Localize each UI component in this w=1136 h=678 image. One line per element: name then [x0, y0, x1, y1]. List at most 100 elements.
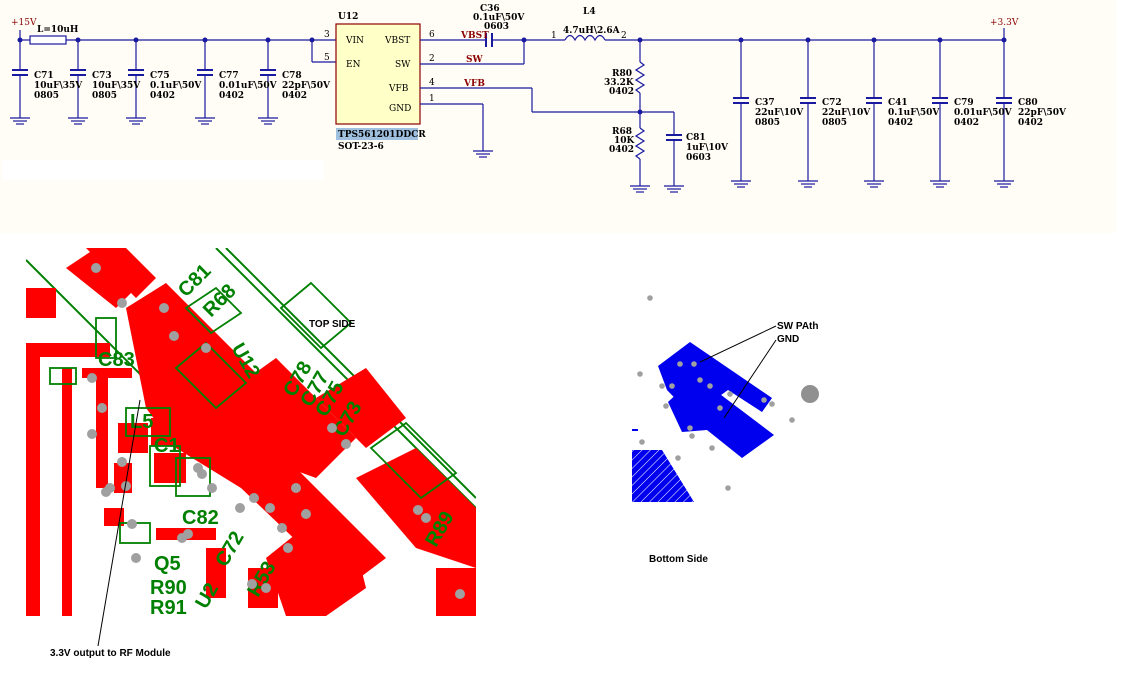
via — [707, 383, 713, 389]
inductor-ref: L4 — [583, 7, 596, 17]
output-cap-c41-ref: C41 — [888, 98, 908, 108]
via — [169, 331, 179, 341]
via — [235, 503, 245, 513]
via — [301, 509, 311, 519]
r68-pkg: 0402 — [609, 145, 634, 155]
via — [249, 493, 259, 503]
inductor-pin2: 2 — [621, 31, 627, 41]
via — [121, 481, 131, 491]
output-cap-c41-value: 0.1uF\50V — [888, 108, 940, 118]
input-cap-c77-ref: C77 — [219, 71, 239, 81]
output-cap-c72-value: 22uF\10V — [822, 108, 871, 118]
ic-part: TPS561201DDCR — [338, 130, 426, 140]
output-cap-c37-pkg: 0805 — [755, 118, 780, 128]
pcb-bottom-title: Bottom Side — [649, 554, 708, 565]
via — [663, 403, 669, 409]
junction-dot — [265, 37, 271, 43]
c81-value: 1uF\10V — [686, 143, 729, 153]
silk-refdes: R90 — [150, 577, 187, 599]
boot-cap-ref: C36 — [480, 4, 500, 14]
via — [659, 383, 665, 389]
pin-name-vbst: VBST — [384, 36, 410, 46]
input-cap-c78-value: 22pF\50V — [282, 81, 331, 91]
output-cap-c79-value: 0.01uF\50V — [954, 108, 1013, 118]
net-sw: SW — [466, 55, 483, 65]
via — [637, 371, 643, 377]
input-cap-c78-pkg: 0402 — [282, 91, 307, 101]
input-inductor-label: L=10uH — [37, 25, 79, 35]
ic-package: SOT-23-6 — [338, 142, 384, 152]
junction-dot — [133, 37, 139, 43]
junction-dot — [637, 109, 643, 115]
junction-dot — [75, 37, 81, 43]
boot-cap-value: 0.1uF\50V — [473, 13, 525, 23]
junction-dot — [805, 37, 811, 43]
via — [727, 391, 733, 397]
output-rail-label: +3.3V — [990, 18, 1019, 28]
output-cap-c41-pkg: 0402 — [888, 118, 913, 128]
via — [717, 405, 723, 411]
silk-refdes: C1 — [154, 435, 180, 457]
r68-value: 10K — [614, 136, 636, 146]
via — [131, 553, 141, 563]
via — [91, 263, 101, 273]
r68-ref: R68 — [612, 127, 632, 137]
input-cap-c78-ref: C78 — [282, 71, 302, 81]
pin-num-vin: 3 — [324, 30, 330, 40]
pin-name-sw: SW — [395, 60, 411, 70]
via — [341, 439, 351, 449]
input-cap-c73-value: 10uF\35V — [92, 81, 141, 91]
bottom-annotation-gnd: GND — [777, 334, 800, 345]
via — [261, 583, 271, 593]
input-cap-c73-pkg: 0805 — [92, 91, 117, 101]
output-cap-c72-ref: C72 — [822, 98, 842, 108]
r80-pkg: 0402 — [609, 87, 634, 97]
silk-refdes: Q5 — [154, 553, 181, 575]
output-cap-c37-ref: C37 — [755, 98, 775, 108]
net-vbst: VBST — [460, 31, 489, 41]
redaction-box — [2, 160, 324, 180]
silk-refdes: R68 — [199, 280, 241, 322]
bottom-leader-lines — [700, 325, 777, 419]
input-cap-c75-value: 0.1uF\50V — [150, 81, 202, 91]
junction-dot — [637, 37, 643, 43]
schematic-panel: +15V L=10uH +3.3V U12 TPS561201DDCR SOT-… — [0, 0, 1116, 233]
via — [127, 519, 137, 529]
input-cap-c77-value: 0.01uF\50V — [219, 81, 278, 91]
output-cap-c79-ref: C79 — [954, 98, 974, 108]
pcb-bottom-view — [632, 290, 832, 502]
via — [725, 485, 731, 491]
via — [647, 295, 653, 301]
output-cap-c80-pkg: 0402 — [1018, 118, 1043, 128]
input-cap-c75-pkg: 0402 — [150, 91, 175, 101]
boot-cap-pkg: 0603 — [484, 22, 509, 32]
via — [689, 433, 695, 439]
via — [769, 401, 775, 407]
via — [789, 417, 795, 423]
via — [117, 298, 127, 308]
pcb-bottom-render — [632, 295, 819, 502]
via — [97, 403, 107, 413]
via — [207, 483, 217, 493]
output-cap-c80-ref: C80 — [1018, 98, 1038, 108]
silk-refdes: L5 — [130, 411, 153, 433]
net-vfb: VFB — [463, 79, 485, 89]
via — [455, 589, 465, 599]
via — [709, 445, 715, 451]
pin-name-vin: VIN — [345, 36, 364, 46]
output-cap-c80-value: 22pF\50V — [1018, 108, 1067, 118]
via — [197, 469, 207, 479]
pin-num-vbst: 6 — [429, 30, 435, 40]
r80-ref: R80 — [612, 69, 632, 79]
inductor-value: 4.7uH\2.6A — [563, 26, 621, 36]
via — [677, 361, 683, 367]
output-cap-c37-value: 22uF\10V — [755, 108, 804, 118]
via — [183, 529, 193, 539]
via — [265, 503, 275, 513]
output-cap-c79-pkg: 0402 — [954, 118, 979, 128]
junction-dot — [202, 37, 208, 43]
r80-value: 33.2K — [604, 78, 635, 88]
via — [639, 439, 645, 445]
pin-num-en: 5 — [324, 53, 330, 63]
